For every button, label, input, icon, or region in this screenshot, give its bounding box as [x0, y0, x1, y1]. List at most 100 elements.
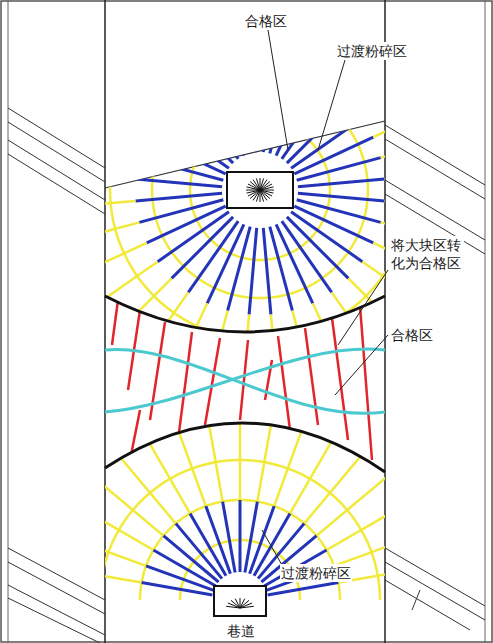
ray-stroke [188, 88, 238, 159]
ray-stroke [297, 200, 381, 223]
ray-stroke [282, 88, 332, 159]
ray-stroke [228, 69, 251, 153]
ray-stroke [260, 187, 274, 190]
ray-stroke [236, 315, 250, 469]
ray-stroke [282, 221, 332, 292]
ray-stroke [99, 292, 188, 419]
roadway [214, 586, 266, 616]
ray-stroke [256, 178, 260, 190]
wall-line [485, 0, 486, 643]
ray-stroke [172, 102, 234, 164]
zone-label: 合格区 [244, 12, 288, 30]
wave-curves [105, 349, 385, 413]
zone-ring [60, 0, 460, 390]
ray-stroke [6, 72, 147, 138]
ray-stroke [332, 292, 421, 419]
zone-boundary-arcs [105, 296, 385, 472]
upper-fan [0, 0, 493, 469]
crack-lines [112, 300, 372, 460]
zone-label: 合格区 [390, 326, 434, 344]
ray-stroke [240, 606, 254, 608]
ray-stroke [239, 500, 242, 572]
ray-stroke [268, 583, 339, 596]
ray-stroke [188, 311, 228, 461]
ray-stroke [292, 0, 332, 69]
ray-stroke [297, 158, 381, 181]
ray-stroke [332, 0, 421, 88]
ray-stroke [249, 66, 257, 153]
ray-stroke [235, 599, 240, 608]
ray-stroke [291, 212, 362, 262]
zone-label: 将大块区转化为合格区 [390, 236, 464, 272]
ray-stroke [270, 227, 293, 311]
ray-stroke [62, 278, 172, 388]
ray-stroke [99, 0, 188, 88]
ray-stroke [0, 555, 142, 583]
ray-stroke [313, 0, 379, 77]
ray-stroke [228, 227, 251, 311]
orebody-boundary [104, 0, 106, 643]
rock-joints [8, 108, 485, 643]
ray-stroke [339, 555, 493, 583]
blast-drift [227, 172, 293, 208]
ray-stroke [41, 433, 164, 536]
ray-stroke [136, 179, 223, 187]
ray-stroke [263, 66, 271, 153]
ray-stroke [0, 201, 135, 215]
zone-ring [152, 82, 368, 298]
ray-stroke [158, 118, 229, 168]
ray-stroke [249, 228, 257, 315]
ray-stroke [206, 506, 231, 574]
ray-stroke [263, 228, 271, 315]
ray-stroke [291, 118, 362, 168]
ray-stroke [207, 77, 244, 156]
ray-stroke [147, 206, 226, 243]
ray-stroke [188, 221, 238, 292]
zone-label: 过渡粉碎区 [336, 42, 408, 60]
ray-stroke [136, 193, 223, 201]
ray-stroke [298, 179, 385, 187]
wall-line [8, 0, 9, 643]
ray-stroke [0, 222, 139, 262]
ray-stroke [294, 137, 373, 174]
leader-lines [262, 30, 388, 565]
ray-stroke [276, 224, 313, 303]
ray-stroke [147, 137, 226, 174]
ray-stroke [385, 201, 493, 215]
ray-stroke [253, 180, 260, 190]
ray-stroke [362, 262, 489, 351]
ray-stroke [223, 502, 236, 573]
ray-stroke [231, 600, 240, 608]
ray-stroke [139, 158, 223, 181]
ray-stroke [327, 470, 466, 550]
ray-stroke [158, 212, 229, 262]
ray-stroke [31, 262, 158, 351]
ray-stroke [260, 190, 264, 202]
lower-fan [0, 340, 493, 600]
ray-stroke [381, 118, 493, 158]
ray-stroke [31, 29, 158, 118]
zone-label: 过渡粉碎区 [280, 564, 352, 582]
ray-stroke [334, 511, 484, 566]
ray-stroke [139, 200, 223, 223]
ray-stroke [236, 0, 250, 66]
ray-stroke [385, 166, 493, 180]
ray-stroke [142, 0, 208, 77]
ray-stroke [304, 401, 407, 524]
ray-stroke [271, 0, 285, 66]
ray-stroke [298, 193, 385, 201]
ray-stroke [0, 166, 135, 180]
ray-stroke [0, 511, 146, 566]
charge-burst [226, 598, 254, 608]
ray-stroke [373, 72, 493, 138]
ray-stroke [0, 118, 139, 158]
charge-burst [246, 178, 274, 202]
roadway-label: 巷道 [226, 622, 256, 640]
ray-stroke [188, 0, 228, 69]
ray-stroke [247, 190, 261, 193]
ray-stroke [62, 0, 172, 102]
ray-stroke [260, 190, 267, 200]
ray-stroke [6, 243, 147, 308]
